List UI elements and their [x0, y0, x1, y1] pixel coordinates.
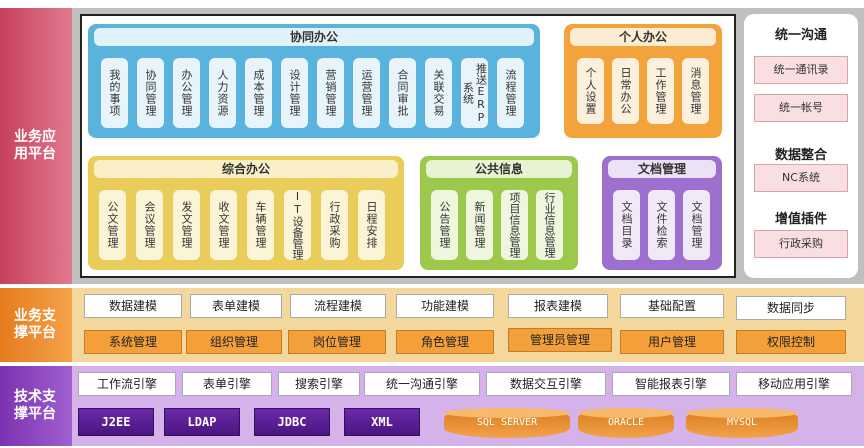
module-item[interactable]: 协同管理	[137, 58, 164, 128]
module-item[interactable]: 推送ERP系统	[461, 58, 488, 128]
module-item[interactable]: 办公管理	[173, 58, 200, 128]
side-item-directory[interactable]: 统一通讯录	[754, 56, 848, 84]
module-item[interactable]: 营销管理	[317, 58, 344, 128]
engine-item[interactable]: 表单引擎	[182, 372, 272, 396]
support-item[interactable]: 权限控制	[736, 330, 846, 354]
support-item[interactable]: 数据建模	[84, 294, 182, 318]
module-item[interactable]: 新闻管理	[466, 190, 493, 260]
module-item[interactable]: 会议管理	[136, 190, 163, 260]
module-item[interactable]: 文档管理	[683, 190, 710, 260]
module-item[interactable]: 流程管理	[497, 58, 524, 128]
database-item[interactable]: SQL SERVER	[444, 408, 570, 438]
side-item-nc-system[interactable]: NC系统	[754, 164, 848, 192]
engine-item[interactable]: 智能报表引擎	[612, 372, 730, 396]
engine-item[interactable]: 搜索引擎	[278, 372, 360, 396]
support-item[interactable]: 数据同步	[736, 296, 846, 320]
side-title-unified-comm: 统一沟通	[774, 28, 827, 43]
module-item[interactable]: 人力资源	[209, 58, 236, 128]
panel-collab-office: 协同办公 我的事项 协同管理 办公管理 人力资源 成本管理 设计管理 营销管理 …	[88, 24, 540, 138]
support-item[interactable]: 管理员管理	[508, 328, 612, 352]
support-item[interactable]: 角色管理	[396, 330, 494, 354]
module-item[interactable]: 消息管理	[682, 58, 709, 124]
engine-item[interactable]: 数据交互引擎	[486, 372, 606, 396]
app-modules-frame: 协同办公 我的事项 协同管理 办公管理 人力资源 成本管理 设计管理 营销管理 …	[80, 14, 736, 278]
support-item[interactable]: 流程建模	[290, 294, 386, 318]
side-item-account[interactable]: 统一帐号	[754, 94, 848, 122]
engine-item[interactable]: 移动应用引擎	[736, 372, 852, 396]
module-item[interactable]: 发文管理	[173, 190, 200, 260]
module-item[interactable]: 工作管理	[647, 58, 674, 124]
support-item[interactable]: 功能建模	[396, 294, 494, 318]
support-item[interactable]: 表单建模	[190, 294, 282, 318]
panel-public-info: 公共信息 公告管理 新闻管理 项目信息管理 行业信息管理	[420, 156, 578, 270]
standard-item[interactable]: J2EE	[78, 408, 154, 436]
module-item[interactable]: IT设备管理	[284, 190, 311, 260]
panel-document-management: 文档管理 文档目录 文件检索 文档管理	[602, 156, 722, 270]
support-item[interactable]: 用户管理	[620, 330, 724, 354]
support-item[interactable]: 基础配置	[620, 294, 724, 318]
panel-title: 综合办公	[94, 160, 398, 178]
tech-band-label: 技术支撑平台	[14, 389, 56, 422]
database-item[interactable]: MYSQL	[686, 408, 798, 438]
support-item[interactable]: 岗位管理	[288, 330, 386, 354]
module-item[interactable]: 设计管理	[281, 58, 308, 128]
support-band-tab	[0, 288, 72, 362]
panel-general-office: 综合办公 公文管理 会议管理 发文管理 收文管理 车辆管理 IT设备管理 行政采…	[88, 156, 404, 270]
side-item-admin-purchase[interactable]: 行政采购	[754, 230, 848, 258]
module-item[interactable]: 文件检索	[648, 190, 675, 260]
support-item[interactable]: 组织管理	[186, 330, 282, 354]
app-band-tab	[0, 8, 72, 284]
panel-title: 协同办公	[94, 28, 534, 46]
module-item[interactable]: 车辆管理	[247, 190, 274, 260]
module-item[interactable]: 关联交易	[425, 58, 452, 128]
support-band-label: 业务支撑平台	[14, 308, 56, 341]
module-item[interactable]: 行业信息管理	[536, 190, 563, 260]
module-item[interactable]: 收文管理	[210, 190, 237, 260]
panel-personal-office: 个人办公 个人设置 日常办公 工作管理 消息管理	[564, 24, 722, 138]
database-item[interactable]: ORACLE	[578, 408, 674, 438]
module-item[interactable]: 行政采购	[321, 190, 348, 260]
support-item[interactable]: 报表建模	[508, 294, 608, 318]
module-item[interactable]: 日常办公	[612, 58, 639, 124]
module-item[interactable]: 我的事项	[101, 58, 128, 128]
integration-sidebar: 统一沟通 统一通讯录 统一帐号 数据整合 NC系统 增值插件 行政采购	[744, 14, 858, 278]
support-item[interactable]: 系统管理	[84, 330, 182, 354]
standard-item[interactable]: XML	[344, 408, 420, 436]
side-title-plugins: 增值插件	[774, 212, 827, 227]
module-item[interactable]: 成本管理	[245, 58, 272, 128]
tech-band-tab	[0, 366, 72, 446]
side-title-data-integration: 数据整合	[774, 148, 827, 163]
standard-item[interactable]: JDBC	[254, 408, 330, 436]
app-band-label: 业务应用平台	[14, 129, 56, 162]
panel-title: 公共信息	[426, 160, 572, 178]
module-item[interactable]: 个人设置	[577, 58, 604, 124]
module-item[interactable]: 合同审批	[389, 58, 416, 128]
module-item[interactable]: 公告管理	[431, 190, 458, 260]
panel-title: 个人办公	[570, 28, 716, 46]
module-item[interactable]: 文档目录	[613, 190, 640, 260]
module-item[interactable]: 日程安排	[358, 190, 385, 260]
module-item[interactable]: 项目信息管理	[501, 190, 528, 260]
panel-title: 文档管理	[608, 160, 716, 178]
module-item[interactable]: 公文管理	[99, 190, 126, 260]
standard-item[interactable]: LDAP	[164, 408, 240, 436]
engine-item[interactable]: 统一沟通引擎	[364, 372, 480, 396]
module-item[interactable]: 运营管理	[353, 58, 380, 128]
engine-item[interactable]: 工作流引擎	[78, 372, 176, 396]
